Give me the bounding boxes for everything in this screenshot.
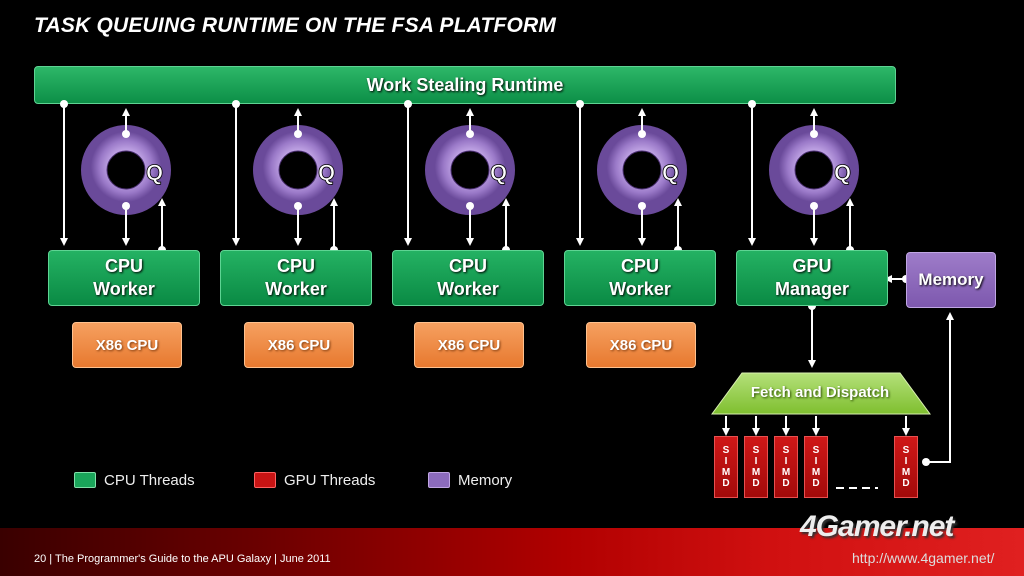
simd-letter: M bbox=[781, 467, 791, 478]
legend-label-gpu: GPU Threads bbox=[284, 472, 376, 489]
queue-label-4: Q bbox=[662, 160, 679, 185]
legend-swatch-cpu bbox=[74, 472, 96, 488]
cpu-worker-1: CPU Worker bbox=[48, 250, 200, 306]
simd-letter: M bbox=[751, 467, 761, 478]
slide-title: TASK QUEUING RUNTIME ON THE FSA PLATFORM bbox=[34, 14, 557, 37]
worker-line2: Worker bbox=[609, 279, 671, 299]
simd-letter: I bbox=[814, 456, 818, 467]
simd-letter: I bbox=[784, 456, 788, 467]
footer-text: 20 | The Programmer's Guide to the APU G… bbox=[34, 553, 331, 565]
simd-letter: M bbox=[901, 467, 911, 478]
simd-letter: D bbox=[812, 478, 820, 489]
queue-label-2: Q bbox=[318, 160, 335, 185]
x86-cpu-2: X86 CPU bbox=[244, 322, 354, 368]
worker-line2: Manager bbox=[774, 279, 850, 299]
fetch-dispatch-trapezoid bbox=[711, 372, 931, 415]
worker-line1: CPU bbox=[620, 256, 659, 276]
gpu-manager: GPU Manager bbox=[736, 250, 888, 306]
simd-letter: S bbox=[812, 445, 820, 456]
worker-line2: Worker bbox=[437, 279, 499, 299]
legend-label-memory: Memory bbox=[458, 472, 513, 489]
worker-line2: Worker bbox=[265, 279, 327, 299]
legend-swatch-memory bbox=[428, 472, 450, 488]
simd-letter: I bbox=[754, 456, 758, 467]
x86-cpu-3: X86 CPU bbox=[414, 322, 524, 368]
simd-letter: S bbox=[752, 445, 760, 456]
queue-label-1: Q bbox=[146, 160, 163, 185]
worker-line1: GPU bbox=[792, 256, 832, 276]
cpu-worker-2: CPU Worker bbox=[220, 250, 372, 306]
watermark-brand: 4Gamer.net bbox=[800, 510, 954, 543]
simd-to-memory-connector bbox=[926, 312, 954, 463]
cpu-worker-3: CPU Worker bbox=[392, 250, 544, 306]
worker-line2: Worker bbox=[93, 279, 155, 299]
x86-cpu-4: X86 CPU bbox=[586, 322, 696, 368]
simd-letter: I bbox=[724, 456, 728, 467]
watermark-url: http://www.4gamer.net/ bbox=[852, 550, 995, 566]
legend-swatch-gpu bbox=[254, 472, 276, 488]
worker-line1: CPU bbox=[448, 256, 487, 276]
queue-label-3: Q bbox=[490, 160, 507, 185]
x86-cpu-1: X86 CPU bbox=[72, 322, 182, 368]
simd-letter: M bbox=[811, 467, 821, 478]
simd-letter: D bbox=[902, 478, 910, 489]
simd-letter: D bbox=[752, 478, 760, 489]
simd-letter: S bbox=[782, 445, 790, 456]
cpu-worker-4: CPU Worker bbox=[564, 250, 716, 306]
simd-letter: I bbox=[904, 456, 908, 467]
memory-box: Memory bbox=[906, 252, 996, 308]
worker-line1: CPU bbox=[104, 256, 143, 276]
worker-line1: CPU bbox=[276, 256, 315, 276]
simd-letter: D bbox=[782, 478, 790, 489]
simd-letter: D bbox=[722, 478, 730, 489]
work-stealing-runtime-bar: Work Stealing Runtime bbox=[34, 66, 896, 104]
simd-letter: S bbox=[902, 445, 910, 456]
fetch-dispatch-label: Fetch and Dispatch bbox=[750, 384, 890, 401]
queue-label-5: Q bbox=[834, 160, 851, 185]
simd-letter: M bbox=[721, 467, 731, 478]
runtime-label: Work Stealing Runtime bbox=[366, 75, 564, 95]
footer-bar bbox=[0, 528, 1024, 576]
legend-label-cpu: CPU Threads bbox=[104, 472, 195, 489]
simd-letter: S bbox=[722, 445, 730, 456]
